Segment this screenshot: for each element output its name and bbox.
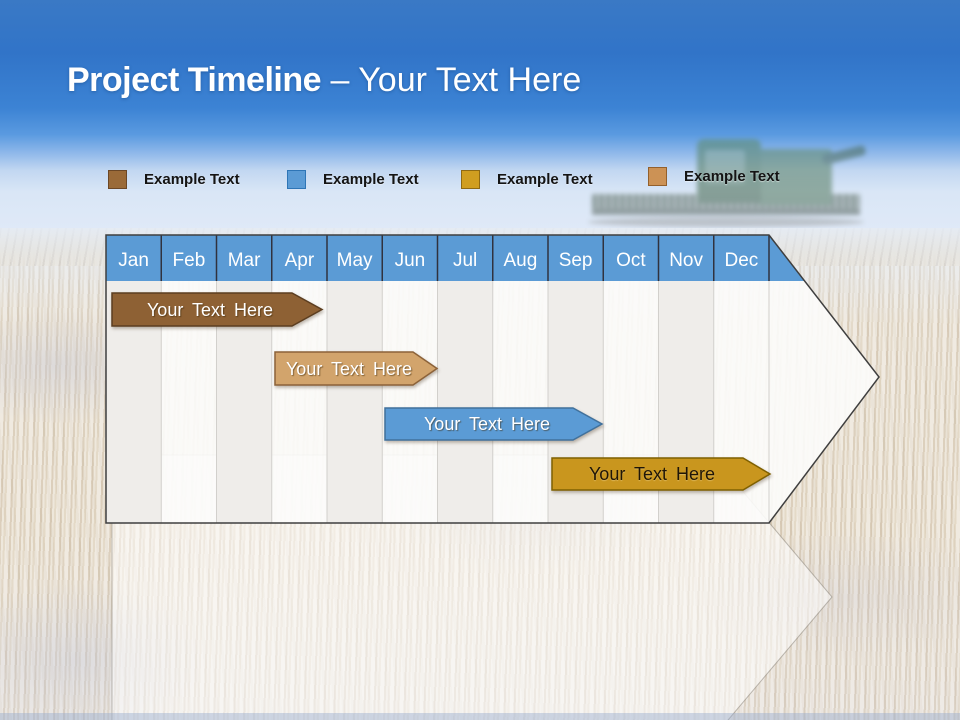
month-label-may[interactable]: May <box>337 250 373 271</box>
month-label-apr[interactable]: Apr <box>285 250 315 271</box>
month-label-aug[interactable]: Aug <box>503 250 537 271</box>
timeline-arrow-outline <box>105 234 880 524</box>
slide-title[interactable]: Project Timeline – Your Text Here <box>67 60 907 100</box>
legend-swatch-tan <box>648 167 667 186</box>
harvester-cutter-bar <box>592 209 860 215</box>
gantt-bar-oct-dec[interactable]: Your Text Here <box>551 457 772 491</box>
gantt-bar-shape <box>551 457 772 491</box>
harvester-cab-window <box>705 150 745 184</box>
month-label-jun[interactable]: Jun <box>395 250 426 271</box>
gantt-bar-label: Your Text Here <box>589 464 715 484</box>
legend-swatch-gold <box>461 170 480 189</box>
legend-label: Example Text <box>684 168 780 185</box>
gantt-bar-jan-mar[interactable]: Your Text Here <box>111 292 324 327</box>
month-label-oct[interactable]: Oct <box>616 250 646 271</box>
gantt-bar-apr-jun[interactable]: Your Text Here <box>274 351 439 386</box>
header-divider-lines <box>160 235 770 281</box>
month-label-feb[interactable]: Feb <box>173 250 206 271</box>
legend-item-3[interactable]: Example Text <box>461 170 593 189</box>
month-label-nov[interactable]: Nov <box>669 250 703 271</box>
legend-label: Example Text <box>323 171 419 188</box>
gantt-bar-label: Your Text Here <box>147 300 273 320</box>
month-label-sep[interactable]: Sep <box>559 250 593 271</box>
gantt-bar-shape <box>274 351 439 386</box>
legend-label: Example Text <box>144 171 240 188</box>
legend-item-4[interactable]: Example Text <box>648 167 780 186</box>
gantt-bar-label: Your Text Here <box>286 359 412 379</box>
gantt-bar-shape <box>111 292 324 327</box>
gantt-bar-jul-sep[interactable]: Your Text Here <box>384 407 604 441</box>
month-label-mar[interactable]: Mar <box>228 250 261 271</box>
month-label-jul[interactable]: Jul <box>453 250 477 271</box>
legend-label: Example Text <box>497 171 593 188</box>
title-light-text: – Your Text Here <box>330 61 582 99</box>
title-bold-text: Project Timeline <box>67 61 322 99</box>
column-divider-lines <box>160 281 770 523</box>
month-label-dec[interactable]: Dec <box>725 250 759 271</box>
legend-item-2[interactable]: Example Text <box>287 170 419 189</box>
combine-harvester-image <box>0 0 960 260</box>
legend-item-1[interactable]: Example Text <box>108 170 240 189</box>
bottom-edge-strip <box>0 713 960 720</box>
legend-swatch-brown <box>108 170 127 189</box>
gantt-bar-shape <box>384 407 604 441</box>
month-label-jan[interactable]: Jan <box>118 250 149 271</box>
legend-swatch-blue <box>287 170 306 189</box>
harvester-shadow <box>588 217 864 227</box>
gantt-bar-label: Your Text Here <box>424 414 550 434</box>
harvester-body <box>758 149 832 205</box>
